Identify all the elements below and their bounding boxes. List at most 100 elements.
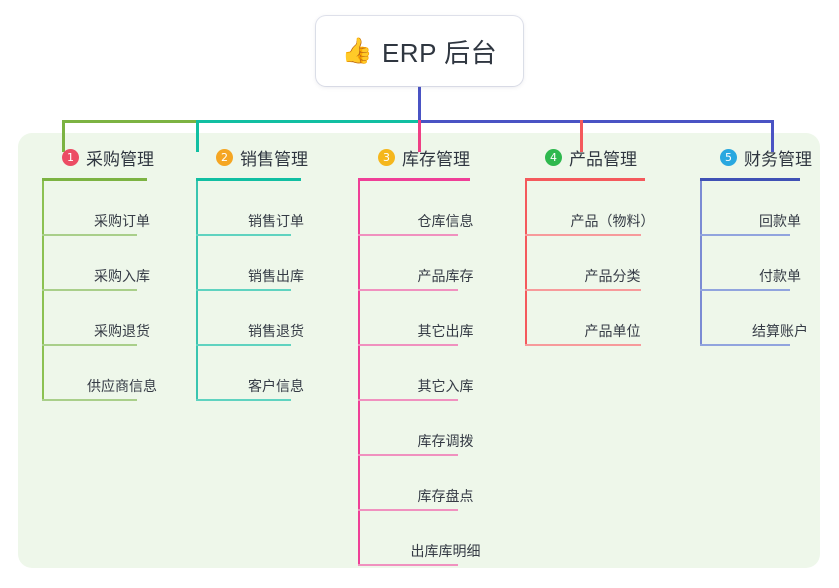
root-node-card[interactable]: 👍 ERP 后台: [316, 16, 523, 86]
branch-header-1[interactable]: 1 采购管理: [42, 145, 202, 169]
root-node-content: 👍 ERP 后台: [342, 33, 497, 70]
connector-drop-branch-4: [580, 120, 583, 152]
branch-item-rule: [42, 234, 137, 236]
branch-title: 采购管理: [86, 149, 154, 169]
branch-item[interactable]: 库存调拨: [358, 401, 533, 456]
branch-item-label: 出库库明细: [410, 543, 481, 559]
branch-column-3: 3 库存管理仓库信息产品库存其它出库其它入库库存调拨库存盘点出库库明细: [358, 145, 533, 566]
branch-item-rule: [42, 344, 137, 346]
branch-item[interactable]: 其它出库: [358, 291, 533, 346]
branch-item-label: 产品单位: [584, 323, 641, 339]
branch-item[interactable]: 销售订单: [196, 181, 356, 236]
branch-item-rule: [700, 289, 790, 291]
branch-item-rule: [700, 234, 790, 236]
connector-bus-blue: [418, 120, 773, 123]
branch-header-rule: [42, 178, 147, 181]
branch-number-badge: 4: [545, 148, 562, 166]
branch-title: 库存管理: [402, 149, 470, 169]
branch-item-label: 采购退货: [94, 323, 150, 339]
connector-bus-teal: [196, 120, 420, 123]
branch-item-rule: [358, 509, 458, 511]
branch-item[interactable]: 其它入库: [358, 346, 533, 401]
branch-item-label: 供应商信息: [87, 378, 157, 394]
branch-item-rule: [196, 344, 291, 346]
branch-item-list: 仓库信息产品库存其它出库其它入库库存调拨库存盘点出库库明细: [358, 181, 533, 566]
branch-item[interactable]: 产品库存: [358, 236, 533, 291]
connector-drop-branch-5: [771, 120, 774, 152]
branch-header-rule: [700, 178, 800, 181]
branch-spine: [42, 181, 44, 401]
connector-bus-green: [62, 120, 199, 123]
branch-item-rule: [196, 234, 291, 236]
branch-number-badge: 5: [720, 148, 737, 166]
branch-item-label: 采购入库: [94, 268, 150, 284]
thumbs-up-icon: 👍: [341, 36, 373, 65]
branch-header-4[interactable]: 4 产品管理: [525, 145, 700, 169]
branch-item-rule: [42, 399, 137, 401]
branch-item-label: 其它出库: [417, 323, 474, 339]
branch-item[interactable]: 回款单: [700, 181, 839, 236]
connector-drop-branch-3: [418, 120, 421, 152]
branch-item-rule: [358, 454, 458, 456]
branch-spine: [525, 181, 527, 346]
branch-item-rule: [358, 564, 458, 566]
branch-item-list: 采购订单采购入库采购退货供应商信息: [42, 181, 202, 401]
branch-item-list: 回款单付款单结算账户: [700, 181, 839, 346]
branch-spine: [700, 181, 702, 346]
branch-item-label: 产品库存: [417, 268, 474, 284]
connector-drop-branch-1: [62, 120, 65, 152]
branch-item[interactable]: 结算账户: [700, 291, 839, 346]
branch-item[interactable]: 销售出库: [196, 236, 356, 291]
branch-item-rule: [358, 289, 458, 291]
branch-item-label: 回款单: [759, 213, 801, 229]
branch-item[interactable]: 采购入库: [42, 236, 202, 291]
branch-column-5: 5 财务管理回款单付款单结算账户: [700, 145, 839, 346]
branch-title: 财务管理: [744, 149, 812, 169]
branch-item[interactable]: 出库库明细: [358, 511, 533, 566]
branch-title: 销售管理: [240, 149, 308, 169]
branch-item[interactable]: 仓库信息: [358, 181, 533, 236]
branch-column-4: 4 产品管理产品（物料） 产品分类产品单位: [525, 145, 700, 346]
branch-item-label: 库存调拨: [417, 433, 474, 449]
branch-item[interactable]: 采购订单: [42, 181, 202, 236]
branch-item[interactable]: 采购退货: [42, 291, 202, 346]
branch-item-label: 客户信息: [248, 378, 304, 394]
branch-number-badge: 1: [62, 148, 79, 166]
branch-item[interactable]: 供应商信息: [42, 346, 202, 401]
branch-item-label: 产品分类: [584, 268, 641, 284]
branch-header-rule: [358, 178, 470, 181]
branch-item-rule: [700, 344, 790, 346]
branch-item-rule: [358, 344, 458, 346]
branch-item-rule: [525, 344, 641, 346]
branch-item-label: 采购订单: [94, 213, 150, 229]
branch-item-label: 仓库信息: [417, 213, 474, 229]
branch-item-label: 付款单: [759, 268, 801, 284]
branch-item[interactable]: 客户信息: [196, 346, 356, 401]
branch-item-label: 库存盘点: [417, 488, 474, 504]
branch-item-label: 产品（物料）: [570, 213, 655, 229]
branch-item-label: 销售订单: [248, 213, 304, 229]
branch-title: 产品管理: [569, 149, 637, 169]
branch-number-badge: 2: [216, 148, 233, 166]
branch-header-2[interactable]: 2 销售管理: [196, 145, 356, 169]
branch-item-list: 销售订单销售出库销售退货客户信息: [196, 181, 356, 401]
branch-item[interactable]: 产品（物料）: [525, 181, 700, 236]
branch-item-rule: [196, 289, 291, 291]
branch-item[interactable]: 产品单位: [525, 291, 700, 346]
branch-item-label: 销售退货: [248, 323, 304, 339]
connector-root-stem: [418, 86, 421, 122]
branch-spine: [358, 181, 360, 566]
branch-item[interactable]: 产品分类: [525, 236, 700, 291]
branch-item[interactable]: 付款单: [700, 236, 839, 291]
branch-item[interactable]: 库存盘点: [358, 456, 533, 511]
branch-item[interactable]: 销售退货: [196, 291, 356, 346]
branch-header-3[interactable]: 3 库存管理: [358, 145, 533, 169]
branch-header-5[interactable]: 5 财务管理: [700, 145, 839, 169]
branch-number-badge: 3: [378, 148, 395, 166]
branch-item-label: 结算账户: [752, 323, 808, 339]
branch-item-rule: [42, 289, 137, 291]
branch-column-1: 1 采购管理采购订单采购入库采购退货供应商信息: [42, 145, 202, 401]
branch-item-label: 其它入库: [417, 378, 474, 394]
branch-item-label: 销售出库: [248, 268, 304, 284]
diagram-panel-background: [18, 133, 820, 568]
